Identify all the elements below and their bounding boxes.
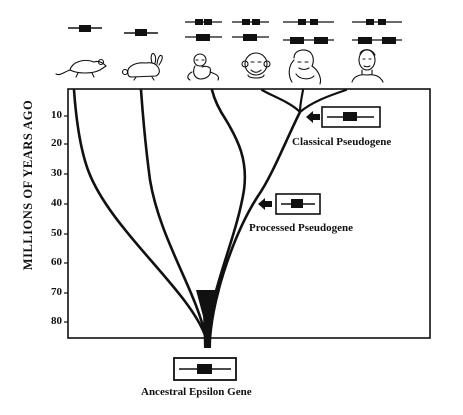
gene-glyph-human: [352, 19, 402, 44]
gene-glyph-chimp: [232, 19, 269, 41]
gene-glyph-mouse: [68, 25, 102, 32]
ancestral-gene-box: [173, 357, 237, 381]
plot-frame: [67, 88, 431, 339]
branch-mouse: [72, 88, 208, 340]
classical-arrow-icon: [306, 111, 320, 123]
tick-label: 30: [51, 167, 62, 179]
processed-arrow-icon: [258, 198, 272, 210]
trunk: [203, 312, 212, 348]
chimpanzee-icon: [241, 52, 271, 79]
tree-branches: [72, 88, 348, 348]
tick-label: 20: [51, 137, 62, 149]
branch-rabbit: [139, 88, 208, 340]
tick-label: 40: [51, 197, 62, 209]
tick-label: 70: [51, 286, 62, 298]
classical-pseudogene-label: Classical Pseudogene: [292, 136, 392, 148]
ancestral-gene-label: Ancestral Epsilon Gene: [141, 386, 252, 398]
mouse-icon: [55, 58, 107, 78]
human-icon: [351, 49, 384, 83]
branch-monkey: [206, 88, 247, 340]
tick-label: 50: [51, 227, 62, 239]
branch-chimp: [260, 88, 302, 114]
gene-glyph-rabbit: [124, 29, 158, 36]
gene-glyph-gorilla: [283, 19, 334, 44]
branch-gorilla: [298, 88, 305, 114]
tick-marks: [64, 115, 68, 323]
gorilla-icon: [288, 49, 322, 85]
tick-label: 10: [51, 109, 62, 121]
branch-human: [298, 88, 348, 114]
tick-label: 80: [51, 315, 62, 327]
trunk-fan: [196, 290, 220, 320]
processed-pseudogene-label: Processed Pseudogene: [249, 222, 353, 234]
monkey-icon: [187, 53, 220, 81]
gene-glyph-monkey: [185, 19, 222, 41]
processed-pseudogene-box: [275, 193, 321, 215]
tick-label: 60: [51, 256, 62, 268]
classical-pseudogene-box: [321, 106, 381, 128]
rabbit-icon: [121, 52, 163, 81]
